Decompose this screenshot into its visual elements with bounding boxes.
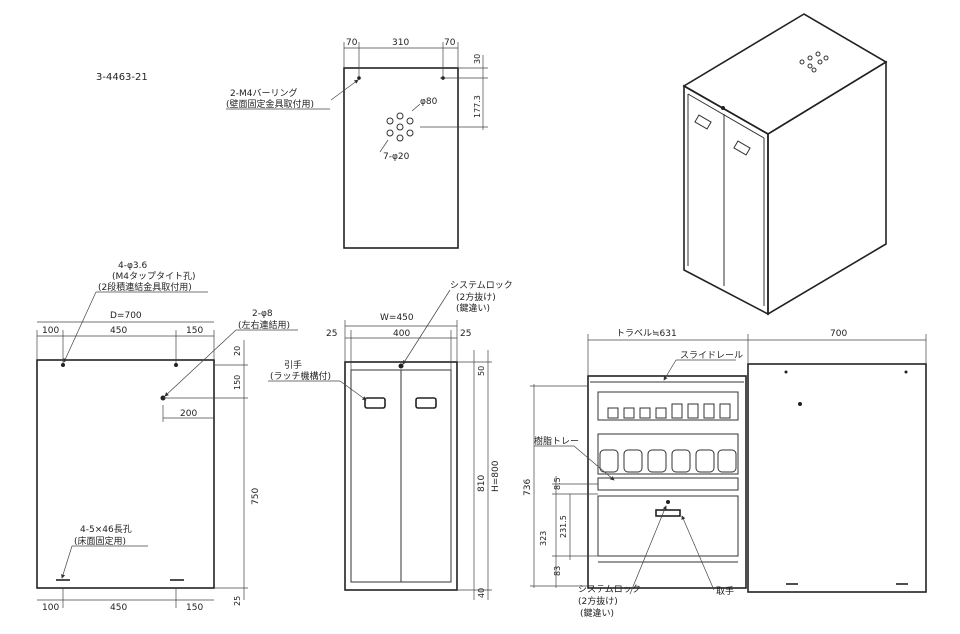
callout-holes-20: 7-φ20 — [383, 152, 410, 162]
open-dim-height: 736 — [523, 479, 533, 496]
side-dim-top: 20 — [233, 346, 242, 356]
front-view: W=450 25 400 25 50 810 H=800 40 システムロック … — [268, 280, 513, 600]
side-dim-right: 150 — [186, 326, 203, 336]
callout-tap-3: (2段積連結金具取付用) — [98, 281, 192, 293]
front-dim-top: 50 — [477, 366, 486, 376]
iso-handle-right — [733, 140, 751, 156]
callout-slot-2: (床面固定用) — [74, 535, 126, 547]
front-dim-bottom: 40 — [477, 588, 486, 598]
middle-tray — [597, 433, 739, 475]
top-dim-center: 310 — [392, 38, 409, 48]
callout-open-lock-2: (2方抜け) — [578, 595, 618, 607]
top-dim-left: 70 — [346, 38, 358, 48]
callout-resin-tray: 樹脂トレー — [534, 435, 579, 447]
front-lock — [398, 363, 404, 369]
side-dim-upper: 150 — [233, 375, 242, 390]
front-dim-height: H=800 — [491, 460, 501, 492]
callout-open-lock-1: システムロック — [578, 584, 641, 595]
front-handle-right — [415, 397, 437, 409]
front-dim-inner: 810 — [477, 475, 487, 492]
top-dim-top-offset: 30 — [473, 54, 482, 64]
tap-hole — [174, 363, 178, 367]
callout-slide-rail: スライドレール — [680, 350, 743, 361]
front-dim-right: 25 — [460, 329, 471, 339]
callout-front-lock-1: システムロック — [450, 280, 513, 291]
open-dim-d4: 83 — [553, 566, 562, 576]
side-dim-depth: D=700 — [110, 311, 142, 321]
side-dim-hole-x: 200 — [180, 409, 197, 419]
drawer-lock — [666, 500, 670, 504]
side-dim-center: 450 — [110, 326, 127, 336]
callout-tap-1: 4-φ3.6 — [118, 261, 147, 271]
front-dim-left: 25 — [326, 329, 337, 339]
bottom-tray-lip — [597, 477, 739, 491]
callout-tap-2: (M4タップタイト孔) — [112, 271, 196, 282]
iso-top-face — [682, 13, 888, 135]
open-dim-depth: 700 — [830, 329, 847, 339]
side-view-outline — [36, 359, 215, 589]
top-view: 70 310 70 30 177.3 2-M4バーリング (壁面固定金具取付用)… — [226, 38, 488, 249]
bur-ring-hole — [441, 76, 445, 80]
upper-tray — [597, 391, 739, 421]
iso-vent-holes — [799, 51, 829, 73]
isometric-view — [682, 13, 888, 316]
callout-handle-1: 引手 — [284, 359, 302, 371]
side-view: D=700 100 450 150 20 150 750 25 200 100 … — [36, 261, 298, 613]
side-dim-left: 100 — [42, 326, 59, 336]
bottles-middle — [599, 449, 737, 473]
iso-front-face — [683, 84, 769, 316]
side-dim-bottom-left: 100 — [42, 603, 59, 613]
part-number: 3-4463-21 — [96, 72, 148, 83]
front-handle-left — [364, 397, 386, 409]
tap-hole — [61, 363, 65, 367]
iso-handle-left — [694, 114, 712, 130]
front-view-outline — [344, 361, 458, 591]
iso-lock — [721, 106, 725, 110]
top-dim-hole-offset: 177.3 — [473, 95, 482, 118]
callout-front-lock-3: (鍵違い) — [456, 302, 490, 314]
lower-drawer — [597, 495, 739, 557]
callout-side-hole-2: (左右連結用) — [238, 319, 290, 331]
side-dim-bottom: 25 — [233, 596, 242, 606]
side-dim-bottom-right: 150 — [186, 603, 203, 613]
callout-front-lock-2: (2方抜け) — [456, 291, 496, 303]
side-dim-height: 750 — [251, 488, 261, 505]
callout-slot-1: 4-5×46長孔 — [80, 524, 132, 535]
open-dim-travel: トラベル≒631 — [616, 328, 677, 339]
callout-bur-ring-2: (壁面固定金具取付用) — [226, 98, 314, 110]
top-view-outline — [343, 67, 459, 249]
callout-side-hole-1: 2-φ8 — [252, 309, 273, 319]
side-dim-bottom-center: 450 — [110, 603, 127, 613]
iso-side-face — [767, 60, 887, 316]
front-dim-width: W=450 — [380, 313, 414, 323]
open-dim-d1: 8.5 — [553, 477, 562, 490]
callout-circle-80: φ80 — [420, 97, 438, 107]
callout-handle-2: (ラッチ機構付) — [270, 370, 331, 382]
open-door — [747, 363, 927, 593]
bur-ring-hole — [357, 76, 361, 80]
open-dim-d3: 231.5 — [559, 515, 568, 538]
open-dim-d2: 323 — [539, 531, 548, 546]
callout-open-lock-3: (鍵違い) — [580, 607, 614, 619]
vent-holes — [386, 112, 414, 142]
drawer-handle — [655, 509, 681, 517]
callout-handle: 取手 — [716, 585, 734, 597]
top-dim-right: 70 — [444, 38, 456, 48]
front-dim-center: 400 — [393, 329, 410, 339]
callout-bur-ring-1: 2-M4バーリング — [230, 87, 297, 99]
bottles-upper — [607, 403, 731, 419]
open-view: トラベル≒631 700 736 8.5 323 231.5 83 スライドレー… — [523, 328, 927, 619]
